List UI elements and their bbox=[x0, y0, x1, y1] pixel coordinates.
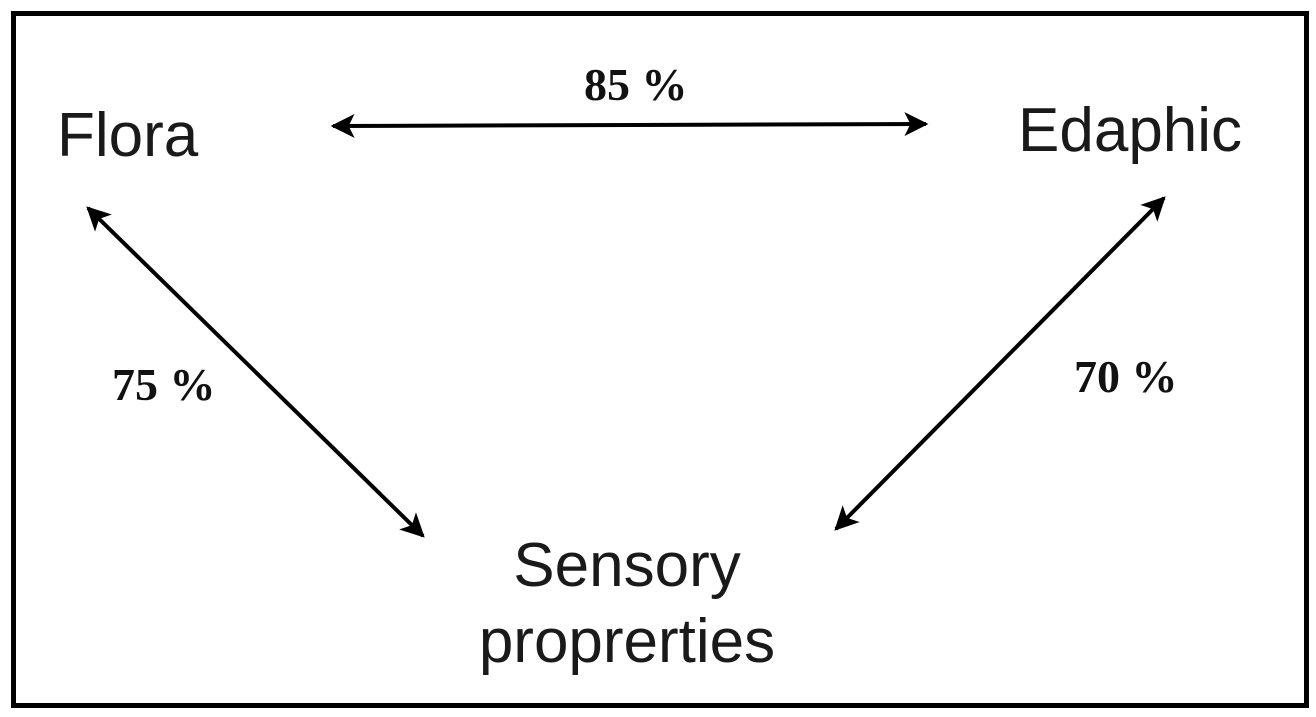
node-edaphic: Edaphic bbox=[1018, 96, 1243, 165]
node-flora: Flora bbox=[57, 101, 199, 170]
arrow-edaphic-sensory bbox=[834, 196, 1166, 531]
label-edaphic-sensory: 70 % bbox=[1074, 351, 1178, 402]
arrow-flora-edaphic bbox=[330, 112, 929, 138]
arrow-flora-sensory bbox=[86, 206, 425, 538]
node-sensory-properties: Sensory proprerties bbox=[462, 528, 792, 679]
label-flora-edaphic: 85 % bbox=[584, 59, 688, 110]
node-sensory-line1: Sensory bbox=[513, 531, 741, 600]
node-sensory-line2: proprerties bbox=[478, 606, 776, 676]
label-flora-sensory: 75 % bbox=[112, 359, 216, 410]
